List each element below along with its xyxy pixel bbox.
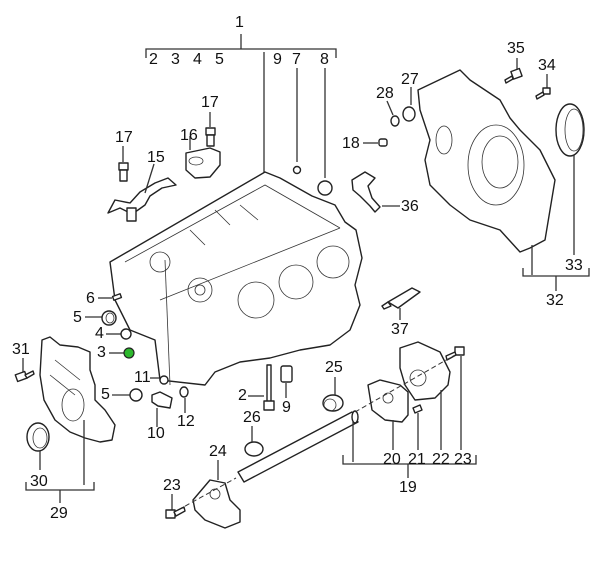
part-15-bracket[interactable] <box>107 163 177 222</box>
callout-29[interactable]: 29 <box>50 505 68 522</box>
part-36-bracket[interactable] <box>351 171 400 213</box>
part-33-seal[interactable] <box>555 103 585 255</box>
callout-16[interactable]: 16 <box>180 127 198 144</box>
part-3-ring-highlighted[interactable] <box>109 347 135 359</box>
part-18-plug[interactable] <box>363 138 388 147</box>
callout-37[interactable]: 37 <box>391 321 409 338</box>
callout-32[interactable]: 32 <box>546 292 564 309</box>
callout-11[interactable]: 11 <box>134 369 151 386</box>
callout-33[interactable]: 33 <box>565 257 583 274</box>
callout-35[interactable]: 35 <box>507 40 525 57</box>
callout-23-b[interactable]: 23 <box>454 451 472 468</box>
part-9-sleeve[interactable] <box>280 365 293 398</box>
part-10-block[interactable] <box>151 391 173 427</box>
callout-17-a[interactable]: 17 <box>115 129 133 146</box>
callout-21[interactable]: 21 <box>408 451 426 468</box>
part-11-ring[interactable] <box>150 375 169 385</box>
callout-20[interactable]: 20 <box>383 451 401 468</box>
bracket-29 <box>25 420 95 503</box>
part-20-pump-cover[interactable] <box>367 379 409 450</box>
part-30-seal[interactable] <box>26 422 50 470</box>
callout-17-b[interactable]: 17 <box>201 94 219 111</box>
callout-5-a[interactable]: 5 <box>73 309 82 326</box>
front-cover[interactable] <box>39 336 116 443</box>
part-23-bolt-b[interactable] <box>354 346 465 450</box>
callout-9-group[interactable]: 9 <box>273 51 282 68</box>
callout-9[interactable]: 9 <box>282 399 291 416</box>
part-4-ring[interactable] <box>106 328 132 340</box>
part-7-plug[interactable] <box>292 165 302 175</box>
part-35-bolt[interactable] <box>504 58 523 84</box>
callout-10[interactable]: 10 <box>147 425 165 442</box>
part-23-bolt-a[interactable] <box>165 494 186 519</box>
callout-31[interactable]: 31 <box>12 341 30 358</box>
rear-cover[interactable] <box>417 69 556 253</box>
part-28-ring[interactable] <box>386 100 400 127</box>
bracket-1 <box>145 34 337 178</box>
intermediate-shaft[interactable] <box>237 410 359 483</box>
callout-28[interactable]: 28 <box>376 85 394 102</box>
callout-2[interactable]: 2 <box>238 387 247 404</box>
callout-15[interactable]: 15 <box>147 149 165 166</box>
part-24-sprocket[interactable] <box>177 460 241 529</box>
part-5-seal-a[interactable] <box>85 310 117 326</box>
callout-30[interactable]: 30 <box>30 473 48 490</box>
part-34-bolt[interactable] <box>535 74 551 100</box>
part-31-bolt[interactable] <box>14 358 35 383</box>
callout-4-group[interactable]: 4 <box>193 51 202 68</box>
part-16-cover[interactable] <box>185 136 221 179</box>
callout-27[interactable]: 27 <box>401 71 419 88</box>
part-12-ring[interactable] <box>179 386 189 413</box>
callout-34[interactable]: 34 <box>538 57 556 74</box>
bracket-32 <box>522 245 590 291</box>
callout-18[interactable]: 18 <box>342 135 360 152</box>
part-17-bolt-a[interactable] <box>118 146 129 182</box>
callout-36[interactable]: 36 <box>401 198 419 215</box>
part-25-bearing[interactable] <box>322 377 344 412</box>
callout-22[interactable]: 22 <box>432 451 450 468</box>
part-2-bolt[interactable] <box>248 364 275 411</box>
callout-25[interactable]: 25 <box>325 359 343 376</box>
callout-8[interactable]: 8 <box>320 51 329 68</box>
callout-7[interactable]: 7 <box>292 51 301 68</box>
part-5-seal-b[interactable] <box>112 388 143 402</box>
part-26-bearing[interactable] <box>244 426 264 457</box>
callout-26[interactable]: 26 <box>243 409 261 426</box>
callout-24[interactable]: 24 <box>209 443 227 460</box>
callout-3-group[interactable]: 3 <box>171 51 180 68</box>
callout-2-group[interactable]: 2 <box>149 51 158 68</box>
part-8-sleeve[interactable] <box>317 180 333 196</box>
callout-3[interactable]: 3 <box>97 344 106 361</box>
engine-block[interactable] <box>109 171 363 386</box>
callout-5-group[interactable]: 5 <box>215 51 224 68</box>
callout-1[interactable]: 1 <box>235 14 244 31</box>
part-17-bolt-b[interactable] <box>205 112 216 147</box>
part-22-pump-housing[interactable] <box>399 341 451 450</box>
callout-6[interactable]: 6 <box>86 290 95 307</box>
part-21-bolt[interactable] <box>412 404 423 450</box>
callout-4[interactable]: 4 <box>95 325 104 342</box>
callout-5-b[interactable]: 5 <box>101 386 110 403</box>
callout-12[interactable]: 12 <box>177 413 195 430</box>
bracket-19 <box>342 422 477 478</box>
callout-19[interactable]: 19 <box>399 479 417 496</box>
part-6-pin[interactable] <box>98 293 123 301</box>
callout-23-a[interactable]: 23 <box>163 477 181 494</box>
part-37-sealant-tube[interactable] <box>381 287 421 320</box>
part-27-plug[interactable] <box>402 87 416 122</box>
